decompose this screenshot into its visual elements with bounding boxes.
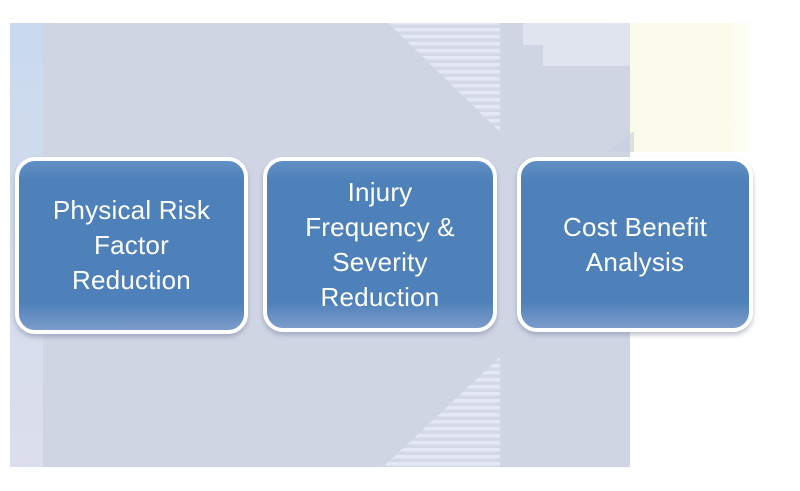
box-injury-frequency-severity-reduction: Injury Frequency & Severity Reduction — [263, 157, 497, 332]
box-cost-benefit-analysis: Cost Benefit Analysis — [517, 157, 753, 332]
box-text-line: Factor — [94, 230, 169, 260]
box-text-line: Reduction — [320, 281, 440, 312]
background-notch-mark — [606, 131, 634, 152]
box-text-line: Frequency & — [305, 211, 455, 242]
box-text-line: Severity — [332, 246, 428, 277]
box-text-line: Reduction — [72, 265, 191, 295]
background-notch-top — [388, 23, 500, 132]
box-text-line: Physical Risk — [52, 195, 211, 225]
box-text-line: Analysis — [585, 246, 685, 277]
background-notch-bottom — [383, 357, 500, 467]
box-text-line: Injury — [347, 176, 413, 207]
background-cream-block — [630, 23, 758, 152]
background-light-block — [523, 23, 630, 66]
box-text-line: Cost Benefit — [562, 211, 708, 242]
box-physical-risk-factor-reduction: Physical Risk Factor Reduction — [15, 157, 248, 334]
